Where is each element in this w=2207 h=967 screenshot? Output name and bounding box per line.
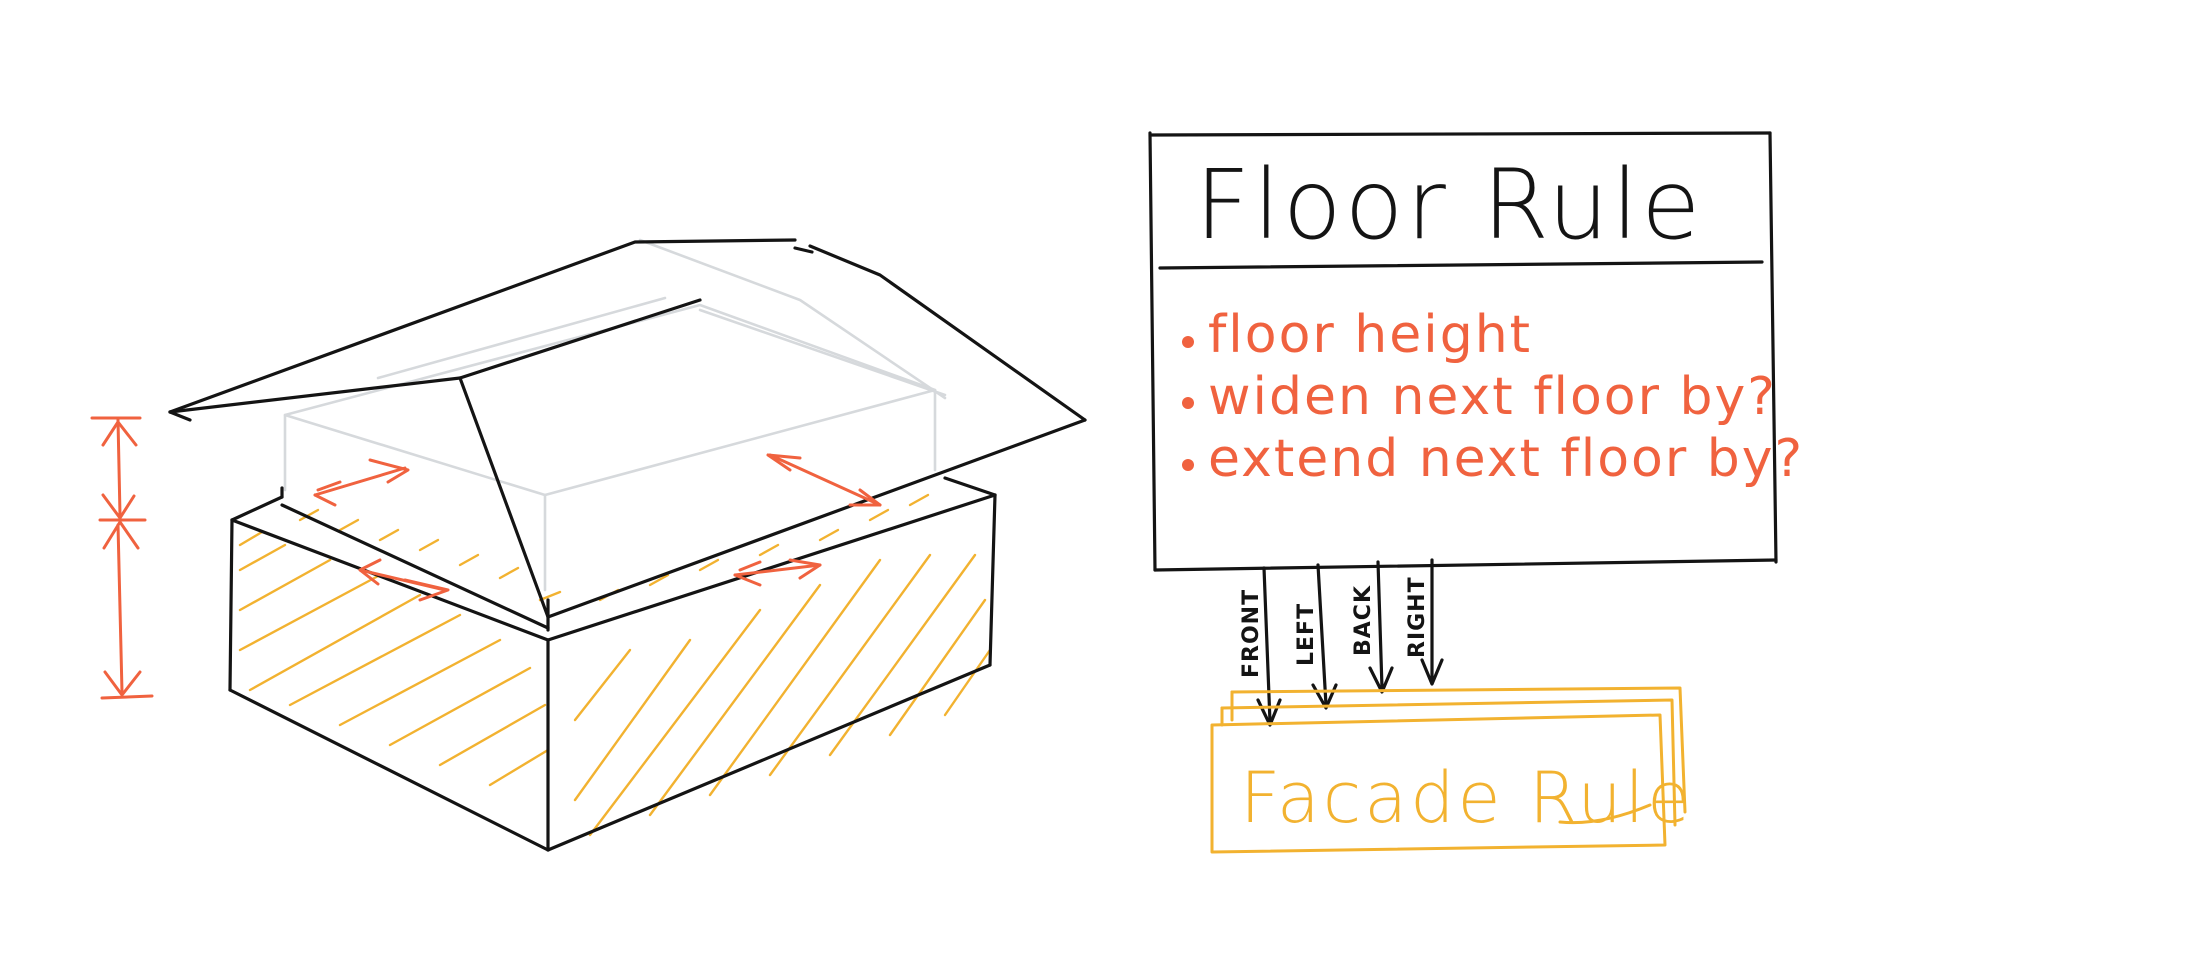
bullet-extend-next-floor: extend next floor by?	[1208, 429, 1804, 489]
lower-block-outline	[228, 476, 997, 852]
bullet-dot-1	[1182, 336, 1194, 348]
bullet-dot-3	[1182, 459, 1194, 471]
side-output-arrows: FRONT LEFT BACK RIGHT	[1239, 558, 1444, 727]
facade-rule-tail	[1558, 803, 1652, 825]
facade-card-front	[1210, 713, 1667, 854]
side-label-front: FRONT	[1239, 589, 1264, 678]
height-dimension	[90, 416, 154, 700]
floor-rule-box: Floor Rule floor height widen next floor…	[1148, 131, 1804, 572]
title-divider	[1158, 260, 1764, 270]
side-label-back: BACK	[1351, 585, 1376, 656]
facade-rule-stack: Facade Rule	[1210, 686, 1693, 854]
ledge-dimension-arrows	[313, 453, 882, 602]
roof-outline	[168, 238, 1087, 632]
floor-rule-title: Floor Rule	[1195, 149, 1703, 261]
facade-card-back	[1230, 686, 1687, 814]
building-sketch	[90, 238, 1087, 852]
side-label-left: LEFT	[1294, 603, 1319, 666]
lower-block-front-hatch	[238, 530, 550, 787]
lower-block-side-hatch	[573, 553, 992, 837]
upper-floor-ghost-outline	[283, 238, 947, 592]
facade-card-middle	[1220, 698, 1677, 827]
bullet-dot-2	[1182, 397, 1194, 409]
bullet-widen-next-floor: widen next floor by?	[1208, 367, 1777, 427]
bullet-floor-height: floor height	[1208, 305, 1532, 365]
lower-block-ledge-hatch	[298, 493, 930, 602]
facade-rule-title: Facade Rule	[1240, 757, 1693, 839]
side-label-right: RIGHT	[1405, 576, 1430, 658]
